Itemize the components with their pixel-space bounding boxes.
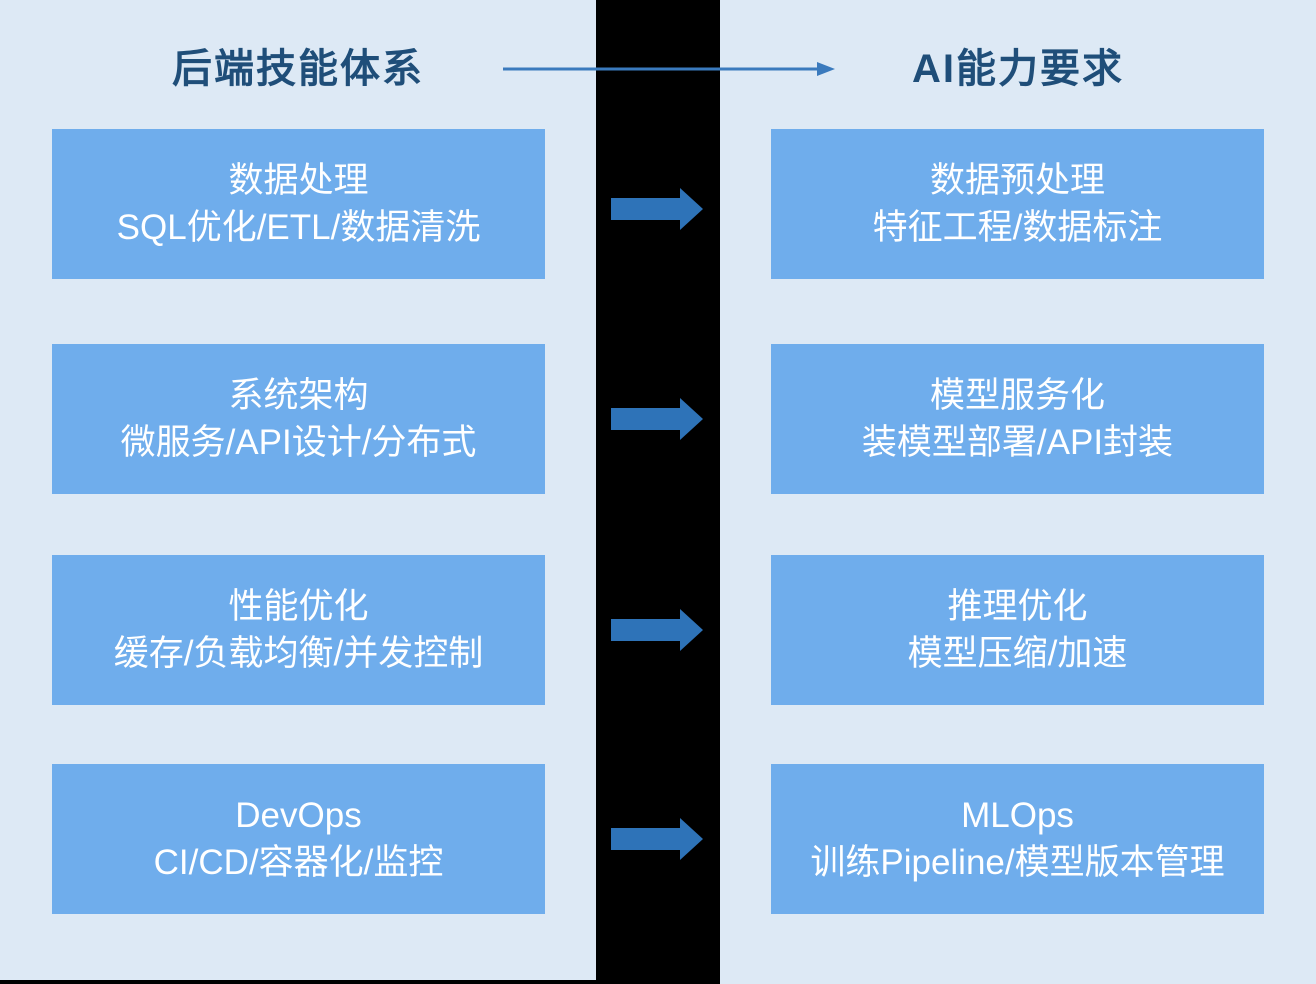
- right-column-heading: AI能力要求: [912, 47, 1124, 91]
- box-title: DevOps: [235, 796, 362, 835]
- row-right-arrow-icon: [611, 818, 703, 860]
- backend-skill-box-devops: DevOps CI/CD/容器化/监控: [52, 764, 545, 914]
- ai-requirement-box-inference-optimization: 推理优化 模型压缩/加速: [771, 555, 1264, 705]
- box-title: MLOps: [961, 796, 1074, 835]
- box-title: 数据预处理: [929, 161, 1105, 200]
- box-title: 数据处理: [228, 161, 369, 200]
- box-detail: 装模型部署/API封装: [861, 423, 1174, 462]
- box-detail: CI/CD/容器化/监控: [153, 843, 444, 882]
- ai-requirement-box-data-preprocessing: 数据预处理 特征工程/数据标注: [771, 129, 1264, 279]
- box-detail: 训练Pipeline/模型版本管理: [810, 843, 1225, 882]
- box-detail: 微服务/API设计/分布式: [120, 423, 477, 462]
- ai-requirement-box-model-serving: 模型服务化 装模型部署/API封装: [771, 344, 1264, 494]
- backend-skill-box-data-processing: 数据处理 SQL优化/ETL/数据清洗: [52, 129, 545, 279]
- box-detail: SQL优化/ETL/数据清洗: [116, 208, 481, 247]
- backend-skill-box-system-architecture: 系统架构 微服务/API设计/分布式: [52, 344, 545, 494]
- box-title: 系统架构: [228, 376, 369, 415]
- box-detail: 缓存/负载均衡/并发控制: [113, 634, 484, 673]
- row-right-arrow-icon: [611, 188, 703, 230]
- left-column-heading: 后端技能体系: [172, 47, 424, 91]
- box-title: 推理优化: [947, 587, 1088, 626]
- box-detail: 特征工程/数据标注: [872, 208, 1163, 247]
- backend-skill-box-performance: 性能优化 缓存/负载均衡/并发控制: [52, 555, 545, 705]
- row-right-arrow-icon: [611, 398, 703, 440]
- bottom-divider-bar: [0, 980, 596, 984]
- header-right-arrow-icon: [503, 62, 835, 76]
- box-title: 性能优化: [228, 587, 369, 626]
- ai-requirement-box-mlops: MLOps 训练Pipeline/模型版本管理: [771, 764, 1264, 914]
- divider-column: [596, 0, 720, 984]
- box-title: 模型服务化: [929, 376, 1105, 415]
- row-right-arrow-icon: [611, 609, 703, 651]
- box-detail: 模型压缩/加速: [907, 634, 1128, 673]
